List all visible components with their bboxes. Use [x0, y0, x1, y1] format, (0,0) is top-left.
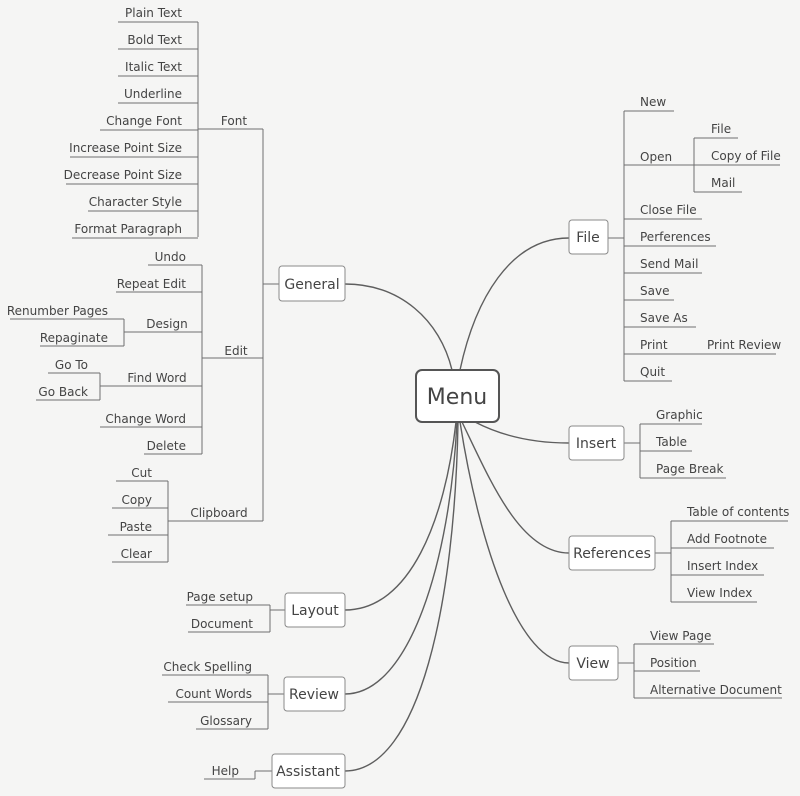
review-item-check-spelling[interactable]: Check Spelling: [163, 660, 252, 674]
file-node[interactable]: [568, 219, 609, 255]
assistant-label: Assistant: [276, 764, 340, 780]
edit-item-delete[interactable]: Delete: [147, 439, 186, 453]
review-label: Review: [289, 687, 339, 703]
clipboard-item-clear[interactable]: Clear: [121, 547, 152, 561]
clipboard-item-copy[interactable]: Copy: [122, 493, 152, 507]
root-node[interactable]: Menu: [415, 369, 500, 423]
file-item-preferences[interactable]: Perferences: [640, 230, 711, 244]
layout-item-document[interactable]: Document: [191, 617, 253, 631]
font-item-decrease-point-size[interactable]: Decrease Point Size: [64, 168, 182, 182]
insert-item-graphic[interactable]: Graphic: [656, 408, 703, 422]
assistant-branch: Help Assistant: [204, 753, 346, 789]
open-item-copy-of-file[interactable]: Copy of File: [711, 149, 781, 163]
find-word-item-go-back[interactable]: Go Back: [38, 385, 88, 399]
assistant-node[interactable]: [271, 753, 346, 789]
clipboard-item-cut[interactable]: Cut: [131, 466, 152, 480]
find-word-item-go-to[interactable]: Go To: [55, 358, 88, 372]
connector-view: [459, 421, 570, 664]
assistant-item-help[interactable]: Help: [212, 764, 239, 778]
connector-insert: [474, 421, 570, 444]
font-items: Plain Text Bold Text Italic Text Underli…: [64, 6, 198, 239]
review-item-glossary[interactable]: Glossary: [200, 714, 252, 728]
general-branch: Font Plain Text Bold Text Italic Text Un…: [7, 6, 346, 563]
open-item-file[interactable]: File: [711, 122, 731, 136]
view-label: View: [576, 656, 609, 672]
edit-item-undo[interactable]: Undo: [155, 250, 186, 264]
review-item-count-words[interactable]: Count Words: [175, 687, 252, 701]
file-label: File: [576, 230, 599, 246]
layout-node[interactable]: [284, 592, 346, 628]
open-node[interactable]: Open: [640, 150, 672, 164]
edit-item-repeat-edit[interactable]: Repeat Edit: [117, 277, 187, 291]
file-item-save[interactable]: Save: [640, 284, 669, 298]
insert-branch: Graphic Table Page Break Insert: [568, 408, 726, 479]
file-item-new[interactable]: New: [640, 95, 666, 109]
general-node[interactable]: [278, 265, 346, 302]
edit-item-change-word[interactable]: Change Word: [105, 412, 186, 426]
root-label: Menu: [427, 385, 487, 410]
references-branch: Table of contents Add Footnote Insert In…: [568, 505, 789, 603]
layout-item-page-setup[interactable]: Page setup: [187, 590, 253, 604]
view-item-view-page[interactable]: View Page: [650, 629, 711, 643]
review-node[interactable]: [283, 676, 346, 712]
clipboard-item-paste[interactable]: Paste: [120, 520, 152, 534]
file-item-send-mail[interactable]: Send Mail: [640, 257, 698, 271]
design-item-renumber-pages[interactable]: Renumber Pages: [7, 304, 108, 318]
font-item-plain-text[interactable]: Plain Text: [125, 6, 182, 20]
print-node[interactable]: Print: [640, 338, 668, 352]
font-item-italic-text[interactable]: Italic Text: [125, 60, 182, 74]
connector-assistant: [344, 421, 459, 772]
insert-item-page-break[interactable]: Page Break: [656, 462, 724, 476]
font-item-bold-text[interactable]: Bold Text: [127, 33, 182, 47]
insert-node[interactable]: [568, 425, 625, 461]
layout-branch: Page setup Document Layout: [186, 590, 346, 633]
connector-references: [461, 421, 570, 554]
connector-general: [344, 283, 453, 371]
references-node[interactable]: [568, 535, 656, 571]
references-item-table-of-contents[interactable]: Table of contents: [686, 505, 789, 519]
insert-label: Insert: [576, 436, 617, 452]
references-item-insert-index[interactable]: Insert Index: [687, 559, 758, 573]
view-item-alternative-document[interactable]: Alternative Document: [650, 683, 782, 697]
file-item-save-as[interactable]: Save As: [640, 311, 688, 325]
design-node[interactable]: Design: [146, 317, 187, 331]
file-item-quit[interactable]: Quit: [640, 365, 665, 379]
general-label: General: [284, 277, 339, 293]
view-node[interactable]: [568, 645, 619, 681]
find-word-node[interactable]: Find Word: [127, 371, 186, 385]
print-item-print-review[interactable]: Print Review: [707, 338, 781, 352]
file-item-close-file[interactable]: Close File: [640, 203, 697, 217]
references-label: References: [573, 546, 651, 562]
font-node[interactable]: Font: [221, 114, 247, 128]
references-item-view-index[interactable]: View Index: [687, 586, 752, 600]
layout-label: Layout: [291, 603, 339, 619]
file-branch: New Open File Copy of File Mail Close Fi…: [568, 95, 781, 382]
view-branch: View Page Position Alternative Document …: [568, 629, 782, 699]
edit-node[interactable]: Edit: [224, 344, 248, 358]
font-item-format-paragraph[interactable]: Format Paragraph: [74, 222, 182, 236]
insert-item-table[interactable]: Table: [655, 435, 687, 449]
design-item-repaginate[interactable]: Repaginate: [40, 331, 108, 345]
references-item-add-footnote[interactable]: Add Footnote: [687, 532, 767, 546]
view-item-position[interactable]: Position: [650, 656, 697, 670]
open-item-mail[interactable]: Mail: [711, 176, 735, 190]
font-item-underline[interactable]: Underline: [124, 87, 182, 101]
root-box: [415, 369, 500, 423]
font-item-character-style[interactable]: Character Style: [89, 195, 182, 209]
connector-file: [459, 237, 570, 371]
font-item-change-font[interactable]: Change Font: [106, 114, 182, 128]
connector-review: [344, 421, 458, 695]
connector-layout: [344, 421, 457, 611]
review-branch: Check Spelling Count Words Glossary Revi…: [162, 660, 346, 730]
clipboard-node[interactable]: Clipboard: [190, 506, 247, 520]
font-item-increase-point-size[interactable]: Increase Point Size: [69, 141, 182, 155]
